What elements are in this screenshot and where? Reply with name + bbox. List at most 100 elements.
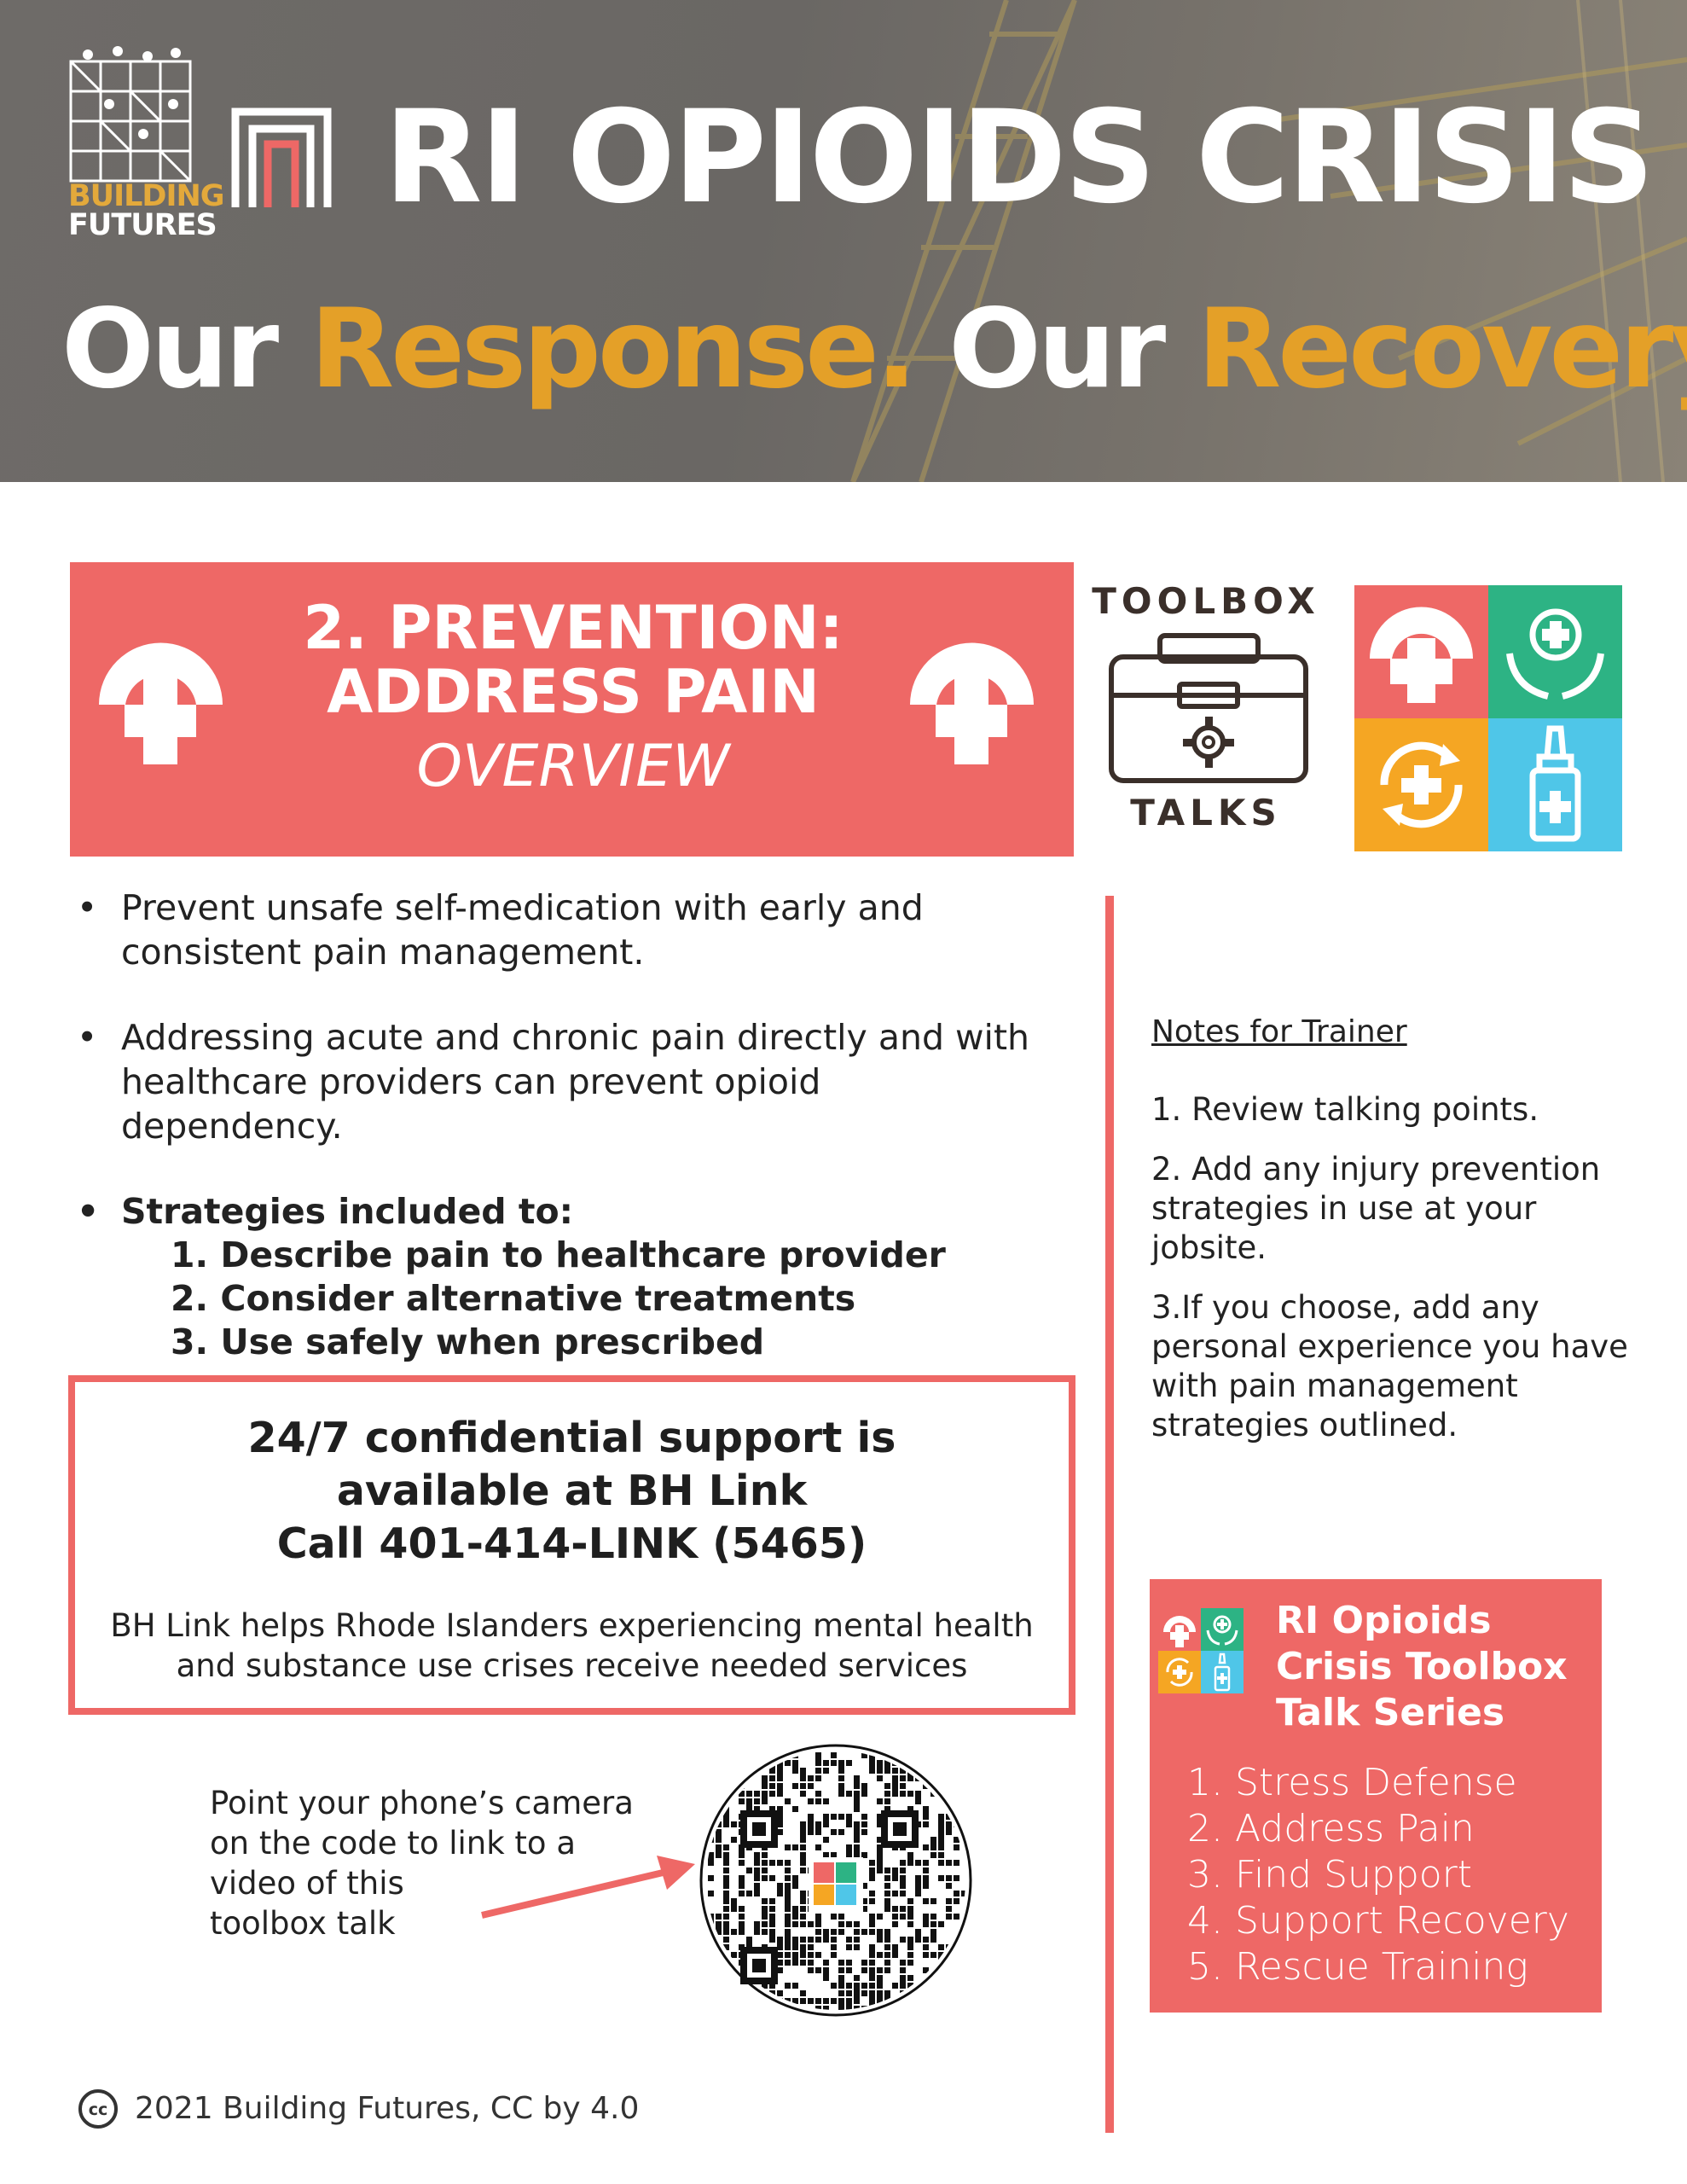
qr-module bbox=[739, 1921, 745, 1935]
qr-module bbox=[785, 1883, 791, 1896]
qr-module bbox=[708, 1798, 714, 1812]
qr-module bbox=[884, 1960, 890, 1966]
qr-module bbox=[769, 1752, 775, 1758]
qr-module bbox=[823, 1998, 829, 2004]
qr-module bbox=[777, 1990, 783, 1996]
qr-module bbox=[723, 1921, 729, 1935]
qr-module bbox=[815, 1752, 821, 1766]
qr-module bbox=[823, 1768, 829, 1774]
qr-module bbox=[800, 1960, 806, 1966]
qr-module bbox=[808, 1783, 814, 1789]
series-box: RI Opioids Crisis Toolbox Talk Series 1.… bbox=[1150, 1579, 1602, 2013]
qr-module bbox=[900, 1967, 906, 1973]
qr-module bbox=[915, 1752, 921, 1766]
qr-code[interactable] bbox=[698, 1742, 974, 2018]
qr-module bbox=[884, 1967, 890, 1973]
talks-label: TALKS bbox=[1130, 792, 1282, 834]
qr-module bbox=[892, 1783, 898, 1797]
qr-module bbox=[938, 1829, 944, 1843]
qr-module bbox=[877, 1844, 883, 1858]
qr-module bbox=[838, 1998, 844, 2010]
qr-module bbox=[930, 1952, 936, 1958]
bullet-text: Addressing acute and chronic pain direct… bbox=[121, 1017, 1029, 1147]
qr-module bbox=[800, 1921, 806, 1927]
qr-module bbox=[954, 1975, 959, 1989]
bullet-dot: • bbox=[77, 887, 98, 928]
qr-module bbox=[900, 1983, 906, 1989]
qr-module bbox=[869, 1929, 875, 1935]
qr-module bbox=[861, 1852, 867, 1858]
qr-module bbox=[769, 1983, 775, 1989]
qr-module bbox=[900, 1960, 906, 1966]
qr-module bbox=[723, 1998, 729, 2004]
qr-module bbox=[716, 1752, 722, 1766]
tagline: Our Response. Our Recovery. bbox=[61, 282, 1687, 418]
qr-module bbox=[731, 1975, 737, 1981]
qr-module bbox=[923, 1952, 929, 1958]
qr-module bbox=[923, 1875, 929, 1889]
support-phone: Call 401-414-LINK (5465) bbox=[276, 1519, 867, 1568]
qr-module bbox=[846, 1967, 852, 1973]
qr-module bbox=[954, 1760, 959, 1774]
qr-module bbox=[930, 1998, 936, 2004]
qr-module bbox=[708, 1852, 714, 1866]
qr-module bbox=[946, 1760, 952, 1766]
qr-module bbox=[708, 1960, 714, 1966]
qr-module bbox=[923, 1898, 929, 1904]
qr-module bbox=[884, 1891, 890, 1896]
qr-module bbox=[831, 1752, 837, 1758]
qr-module bbox=[723, 1906, 729, 1912]
qr-module bbox=[915, 1929, 921, 1943]
qr-module bbox=[815, 1768, 821, 1774]
qr-module bbox=[831, 1937, 837, 1943]
qr-module bbox=[869, 1975, 875, 1981]
qr-module bbox=[815, 1775, 821, 1781]
qr-module bbox=[869, 1752, 875, 1766]
qr-module bbox=[892, 1944, 898, 1958]
qr-module bbox=[884, 1883, 890, 1889]
strategy-item: 2. Consider alternative treatments bbox=[171, 1278, 856, 1319]
qr-module bbox=[923, 1806, 929, 1820]
qr-module bbox=[777, 1806, 783, 1820]
qr-module bbox=[954, 1768, 959, 1774]
qr-module bbox=[838, 2006, 844, 2010]
qr-module bbox=[708, 1891, 714, 1896]
qr-module bbox=[800, 1914, 806, 1920]
qr-module bbox=[838, 1921, 844, 1927]
qr-module bbox=[869, 1960, 875, 1966]
qr-module bbox=[708, 1975, 714, 1981]
qr-module bbox=[731, 1837, 737, 1843]
toolbox-gear-icon bbox=[1109, 633, 1308, 783]
qr-module bbox=[754, 1791, 760, 1797]
qr-module bbox=[746, 1891, 752, 1896]
qr-module bbox=[739, 1906, 745, 1912]
cycle-cross-icon bbox=[1158, 1651, 1201, 1693]
qr-module bbox=[785, 1952, 791, 1958]
qr-instructions-line: toolbox talk bbox=[210, 1905, 396, 1942]
qr-module bbox=[708, 1875, 714, 1881]
arrow-icon bbox=[481, 1856, 695, 1919]
qr-module bbox=[907, 1906, 913, 1920]
qr-module bbox=[838, 1975, 844, 1989]
qr-module bbox=[777, 1860, 783, 1866]
qr-module bbox=[892, 2006, 898, 2010]
naloxone-spray-icon bbox=[1488, 718, 1622, 851]
qr-module bbox=[823, 1760, 829, 1766]
qr-module bbox=[954, 1860, 959, 1866]
qr-module bbox=[884, 1990, 890, 2004]
qr-module bbox=[716, 1844, 722, 1858]
qr-module bbox=[961, 1998, 965, 2010]
qr-module bbox=[954, 1891, 959, 1896]
qr-module bbox=[823, 1937, 829, 1943]
qr-module bbox=[915, 1860, 921, 1866]
qr-module bbox=[861, 1752, 867, 1758]
qr-module bbox=[892, 1891, 898, 1896]
notes-item: 2. Add any injury prevention strategies … bbox=[1151, 1151, 1601, 1266]
qr-module bbox=[739, 1752, 745, 1766]
qr-module bbox=[869, 1967, 875, 1981]
qr-instructions-line: Point your phone’s camera bbox=[210, 1785, 634, 1821]
qr-module bbox=[754, 1921, 760, 1935]
series-item: 1. Stress Defense bbox=[1187, 1761, 1517, 1804]
notes-item: 3.If you choose, add any personal experi… bbox=[1151, 1289, 1628, 1443]
qr-module bbox=[731, 1952, 737, 1958]
